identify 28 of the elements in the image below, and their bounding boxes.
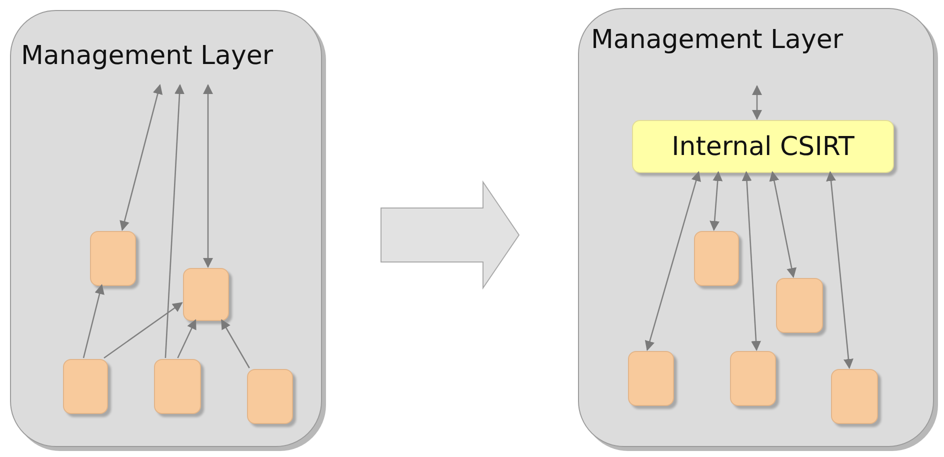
unit-box: [694, 231, 739, 286]
arrow: [826, 171, 854, 369]
arrow: [742, 171, 762, 351]
arrow: [164, 84, 185, 358]
unit-box: [776, 278, 823, 333]
block-arrow: [380, 180, 520, 290]
arrow: [203, 84, 213, 268]
arrow: [710, 171, 723, 231]
arrow: [769, 171, 797, 278]
arrow: [120, 84, 163, 231]
arrow: [104, 302, 183, 359]
unit-box: [63, 359, 108, 414]
arrow: [644, 171, 701, 351]
arrow: [177, 319, 196, 358]
arrow: [752, 85, 762, 120]
unit-box: [154, 359, 201, 414]
panel-heading: Management Layer: [591, 25, 844, 55]
unit-box: [247, 369, 293, 424]
unit-box: [90, 231, 136, 286]
arrow: [82, 284, 104, 358]
unit-box: [730, 351, 776, 406]
unit-box: [628, 351, 674, 406]
unit-box: [183, 268, 229, 321]
panel-heading: Management Layer: [21, 41, 274, 71]
process-box: [632, 120, 894, 173]
unit-box: [831, 369, 878, 424]
box-label: Internal CSIRT: [672, 132, 854, 162]
arrow: [221, 319, 250, 368]
